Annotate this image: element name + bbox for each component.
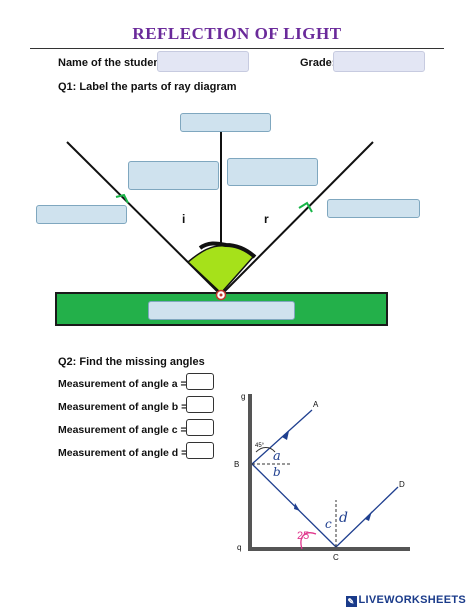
angle-c-label: Measurement of angle c = bbox=[58, 424, 187, 436]
ray-b-c bbox=[251, 463, 337, 548]
worksheet-title: REFLECTION OF LIGHT bbox=[132, 24, 342, 43]
grade-input[interactable] bbox=[333, 51, 425, 72]
point-d-label: D bbox=[399, 480, 405, 489]
corner-top-label: g bbox=[241, 392, 246, 401]
arrowhead-ab bbox=[282, 431, 289, 440]
mark-c: c bbox=[325, 517, 332, 531]
student-name-label: Name of the student: bbox=[58, 57, 168, 69]
angle-arc-b bbox=[255, 447, 276, 453]
footer-brand: ✎LIVEWORKSHEETS bbox=[345, 594, 467, 607]
mark-a: a bbox=[273, 449, 281, 464]
point-b-label: B bbox=[234, 460, 240, 469]
footer-brand-text: LIVEWORKSHEETS bbox=[358, 594, 466, 606]
label-blank-incident-ray[interactable] bbox=[36, 205, 127, 224]
reflected-arrow-mark bbox=[298, 201, 313, 213]
angle-d-input[interactable] bbox=[186, 442, 214, 459]
student-name-input[interactable] bbox=[157, 51, 249, 72]
angle-b-label: Measurement of angle b = bbox=[58, 401, 188, 413]
angle-b-input[interactable] bbox=[186, 396, 214, 413]
title-underline bbox=[30, 48, 444, 49]
label-blank-angle-incidence[interactable] bbox=[128, 161, 219, 190]
mark-d: d bbox=[339, 510, 348, 526]
incident-arrow-mark bbox=[115, 193, 129, 204]
angle-r-label: r bbox=[264, 212, 269, 226]
angle-a-input[interactable] bbox=[186, 373, 214, 390]
given-angle-arc bbox=[300, 532, 317, 550]
angle-i-label: i bbox=[182, 212, 186, 226]
q2-prompt: Q2: Find the missing angles bbox=[58, 356, 205, 368]
angle-a-label: Measurement of angle a = bbox=[58, 378, 187, 390]
corner-bottom-label: q bbox=[237, 543, 242, 552]
point-c-label: C bbox=[333, 553, 339, 562]
label-blank-angle-reflection[interactable] bbox=[227, 158, 318, 186]
angle-arc bbox=[198, 241, 257, 259]
label-blank-mirror[interactable] bbox=[148, 301, 295, 320]
angle-d-label: Measurement of angle d = bbox=[58, 447, 188, 459]
arrowhead-bc bbox=[294, 503, 300, 511]
mark-b: b bbox=[273, 465, 281, 479]
small-angle-label: 45° bbox=[255, 443, 265, 449]
brand-logo-icon: ✎ bbox=[345, 596, 357, 607]
arrowhead-cd bbox=[365, 511, 372, 521]
grade-label: Grade: bbox=[300, 57, 336, 69]
q1-prompt: Q1: Label the parts of ray diagram bbox=[58, 81, 237, 93]
given-angle-value: 25 bbox=[297, 530, 310, 542]
label-blank-normal[interactable] bbox=[180, 113, 271, 132]
point-a-label: A bbox=[313, 400, 319, 409]
mirror-angle-diagram bbox=[248, 394, 410, 551]
angle-c-input[interactable] bbox=[186, 419, 214, 436]
label-blank-reflected-ray[interactable] bbox=[327, 199, 420, 218]
reflected-ray bbox=[220, 141, 374, 296]
